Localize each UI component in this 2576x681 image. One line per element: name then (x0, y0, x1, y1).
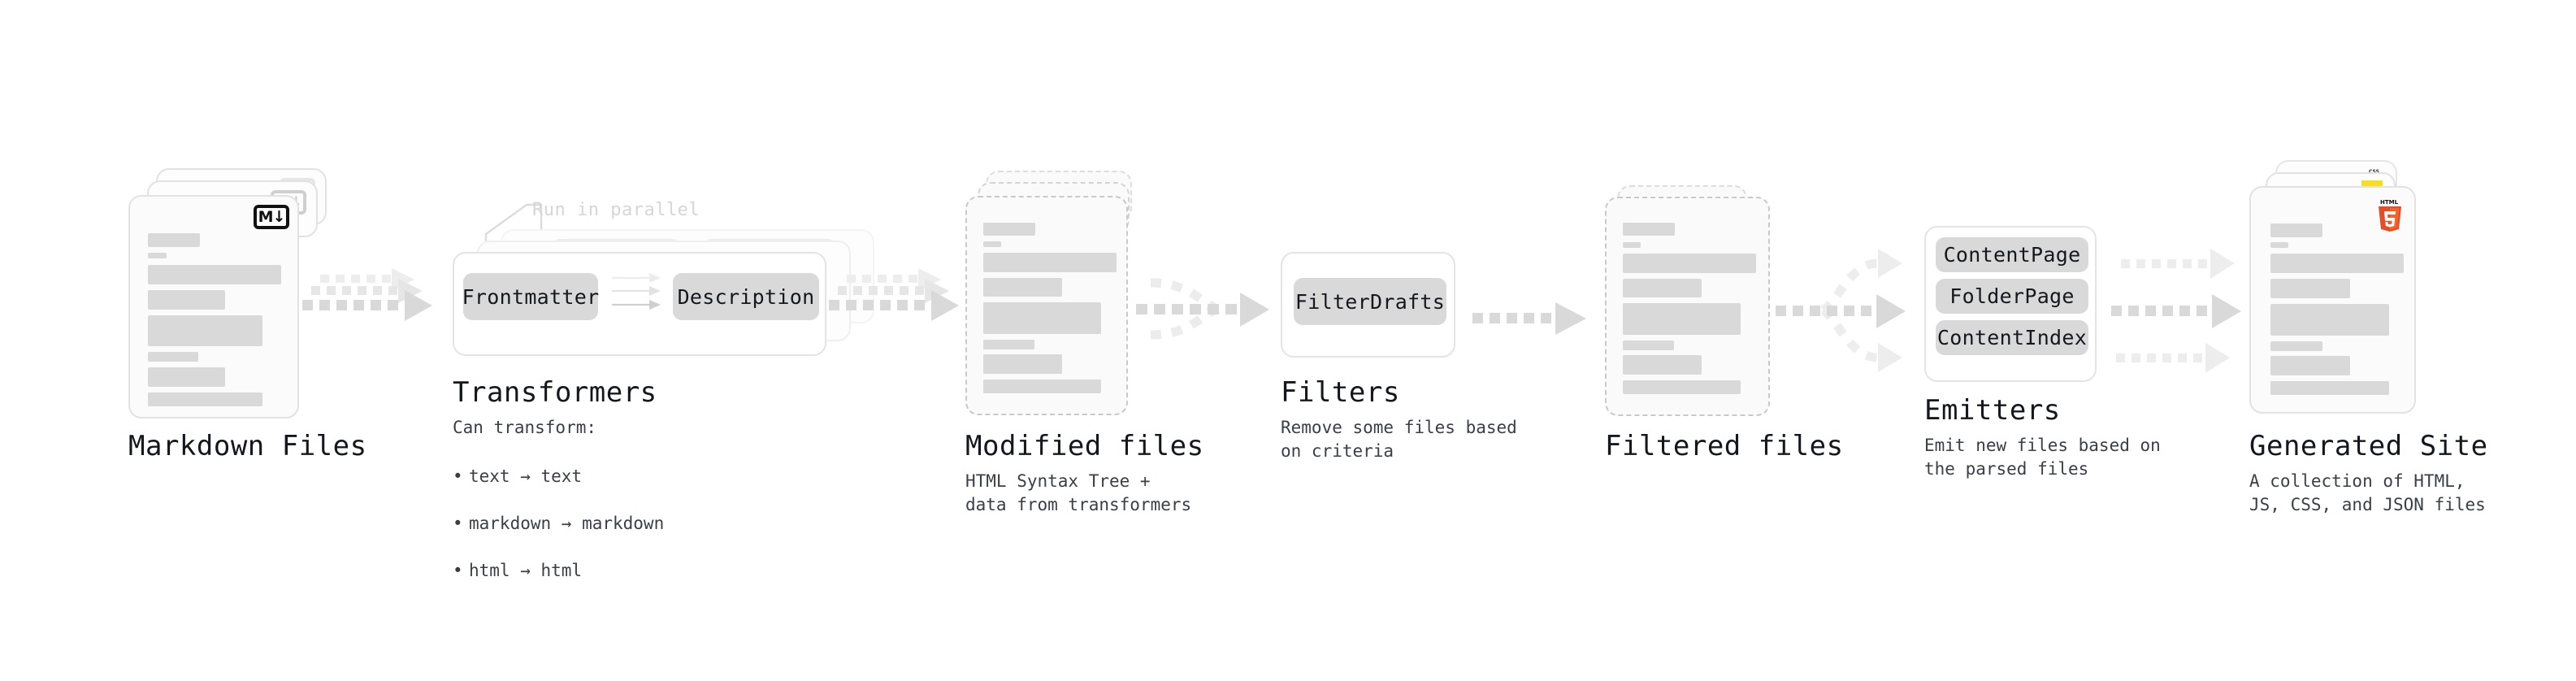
doc-line (148, 265, 281, 284)
stage-title-markdown-files: Markdown Files (128, 430, 367, 462)
doc-line (983, 241, 1001, 247)
chip-contentindex[interactable]: ContentIndex (1936, 320, 2088, 355)
stage-subtitle-filters: Remove some files based on criteria (1281, 418, 1517, 461)
doc-line (2270, 356, 2350, 375)
doc-line (2270, 381, 2389, 395)
markdown-card-front: M↓ (128, 195, 299, 419)
doc-line (1623, 380, 1741, 394)
doc-line (983, 380, 1101, 393)
chip-folderpage[interactable]: FolderPage (1936, 279, 2088, 314)
doc-line (983, 340, 1034, 349)
transform-bullet: •html → html (453, 561, 583, 580)
stage-title-transformers: Transformers (453, 376, 657, 409)
doc-line (2270, 341, 2322, 351)
doc-line (983, 354, 1062, 374)
doc-line (1623, 340, 1674, 350)
transform-bullet: •markdown → markdown (453, 514, 665, 533)
doc-line (2270, 304, 2389, 336)
stage-title-modified-files: Modified files (965, 430, 1204, 462)
doc-line (148, 352, 198, 362)
doc-line (1623, 254, 1756, 273)
stage-title-emitters: Emitters (1924, 394, 2061, 427)
emitters-panel: ContentPage FolderPage ContentIndex (1924, 226, 2097, 382)
doc-line (148, 290, 225, 310)
doc-line (1623, 223, 1675, 236)
run-in-parallel-label: Run in parallel (532, 200, 700, 220)
connector-markdown-to-transformers (302, 268, 432, 345)
connector-filters-to-filtered (1472, 301, 1598, 336)
doc-line (2270, 242, 2288, 248)
stage-subtitle-emitters: Emit new files based on the parsed files (1924, 436, 2161, 479)
doc-line (148, 367, 225, 387)
doc-line (983, 278, 1062, 297)
filters-panel: FilterDrafts (1281, 252, 1455, 358)
doc-line (983, 253, 1117, 272)
doc-line (1623, 355, 1702, 375)
stage-subtitle-modified-files: HTML Syntax Tree + data from transformer… (965, 471, 1192, 514)
doc-line (1623, 279, 1702, 297)
doc-line (148, 253, 167, 258)
modified-card-front (965, 196, 1128, 415)
doc-line (1623, 303, 1741, 335)
chip-contentpage[interactable]: ContentPage (1936, 237, 2088, 272)
connector-filtered-to-emitters (1776, 237, 1926, 384)
doc-line (983, 223, 1035, 236)
stage-subtitle-generated-site: A collection of HTML, JS, CSS, and JSON … (2249, 471, 2486, 514)
connector-modified-to-filters (1136, 268, 1286, 358)
site-card-front: HTML (2249, 186, 2416, 414)
chip-filterdrafts[interactable]: FilterDrafts (1294, 278, 1446, 325)
chip-description[interactable]: Description (673, 273, 819, 320)
chip-frontmatter[interactable]: Frontmatter (462, 273, 599, 320)
transformer-panel: Frontmatter Description (453, 252, 826, 356)
doc-line (148, 233, 200, 247)
doc-line (148, 393, 262, 406)
doc-line (2270, 279, 2350, 298)
svg-text:CSS: CSS (2369, 169, 2379, 175)
markdown-icon: M↓ (254, 205, 289, 229)
stage-title-filters: Filters (1281, 376, 1400, 409)
doc-line (148, 315, 262, 346)
doc-line (983, 302, 1101, 334)
transformer-internal-arrows (612, 273, 661, 310)
svg-text:HTML: HTML (2380, 199, 2399, 206)
html5-icon: HTML (2379, 199, 2401, 232)
doc-line (2270, 223, 2322, 237)
stage-title-filtered-files: Filtered files (1605, 430, 1844, 462)
transform-bullet: •text → text (453, 466, 583, 486)
doc-line (2270, 254, 2404, 273)
connector-emitters-to-site (2111, 237, 2274, 384)
connector-transformers-to-modified (829, 268, 959, 345)
filtered-card-front (1605, 197, 1770, 416)
stage-subtitle-transformers: Can transform: (453, 418, 597, 437)
stage-title-generated-site: Generated Site (2249, 430, 2488, 462)
doc-line (1623, 242, 1641, 248)
